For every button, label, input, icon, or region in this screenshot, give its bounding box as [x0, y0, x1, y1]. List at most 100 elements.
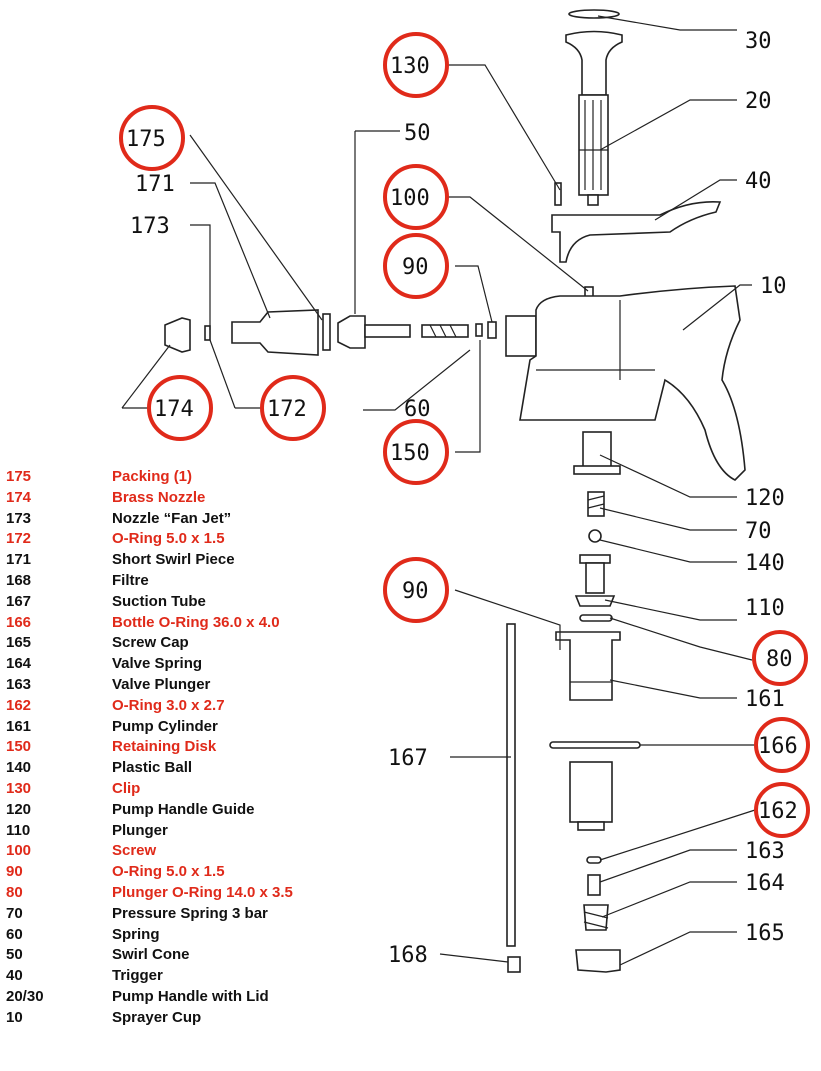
trigger-part — [551, 200, 722, 263]
legend-row: 163 Valve Plunger — [6, 675, 346, 696]
legend-row: 110 Plunger — [6, 821, 346, 842]
callout-175: 175 — [126, 127, 166, 152]
leader-lines — [121, 15, 756, 966]
callout-130: 130 — [390, 54, 430, 79]
callout-168: 168 — [388, 943, 428, 968]
legend-part-description: Screw — [112, 842, 157, 860]
legend-part-number: 110 — [6, 821, 31, 839]
legend-part-number: 174 — [6, 488, 32, 506]
ring-162 — [754, 782, 810, 838]
callout-161: 161 — [745, 687, 785, 712]
legend-part-description: Packing (1) — [112, 468, 193, 485]
nozzle-assembly — [164, 309, 497, 356]
legend-part-description: Nozzle “Fan Jet” — [112, 509, 232, 527]
callout-10: 10 — [760, 274, 787, 299]
legend-row: 175 Packing (1) — [6, 467, 346, 488]
legend-part-number: 175 — [6, 468, 32, 485]
ring-90-bottom — [383, 557, 449, 623]
ring-174 — [147, 375, 213, 441]
legend-part-number: 100 — [6, 842, 32, 860]
legend-part-number: 150 — [6, 738, 32, 756]
callout-166: 166 — [758, 734, 798, 759]
legend-part-description: Plastic Ball — [112, 759, 193, 777]
legend-part-number: 163 — [6, 675, 32, 693]
callout-140: 140 — [745, 551, 785, 576]
ring-166 — [754, 717, 810, 773]
callout-110: 110 — [745, 596, 785, 621]
callout-50: 50 — [404, 121, 431, 146]
legend-part-description: Pump Cylinder — [112, 717, 218, 735]
callout-40: 40 — [745, 169, 772, 194]
callout-165: 165 — [745, 921, 785, 946]
legend-part-number: 40 — [6, 967, 23, 985]
legend-row: 140 Plastic Ball — [6, 758, 346, 779]
legend-part-description: O-Ring 5.0 x 1.5 — [112, 863, 225, 881]
legend-part-description: Filtre — [112, 571, 149, 589]
legend-part-number: 20/30 — [6, 987, 44, 1005]
legend-part-number: 172 — [6, 530, 32, 548]
legend-row: 166 Bottle O-Ring 36.0 x 4.0 — [6, 613, 346, 634]
callout-164: 164 — [745, 871, 785, 896]
legend-part-description: Pressure Spring 3 bar — [112, 904, 268, 922]
callout-60: 60 — [404, 397, 431, 422]
legend-part-number: 70 — [6, 904, 23, 922]
callout-171: 171 — [135, 172, 175, 197]
callout-70: 70 — [745, 519, 772, 544]
pump-internals — [506, 431, 641, 973]
highlight-rings — [119, 32, 810, 838]
legend-part-number: 120 — [6, 800, 32, 818]
legend-part-description: Retaining Disk — [112, 738, 217, 756]
legend-part-description: Sprayer Cup — [112, 1008, 202, 1026]
ring-90-top — [383, 233, 449, 299]
callout-20: 20 — [745, 89, 772, 114]
legend-part-description: Valve Plunger — [112, 675, 211, 693]
callout-173: 173 — [130, 214, 170, 239]
ring-80 — [752, 630, 808, 686]
legend-part-description: Clip — [112, 779, 141, 797]
legend-part-description: Valve Spring — [112, 655, 203, 673]
legend-part-number: 80 — [6, 883, 23, 901]
callout-150: 150 — [390, 441, 430, 466]
legend-part-description: Bottle O-Ring 36.0 x 4.0 — [112, 613, 280, 631]
ring-172 — [260, 375, 326, 441]
legend-part-description: Brass Nozzle — [112, 488, 206, 506]
legend-row: 20/30 Pump Handle with Lid — [6, 987, 346, 1008]
legend-row: 130 Clip — [6, 779, 346, 800]
legend-row: 10 Sprayer Cup — [6, 1008, 346, 1029]
pump-handle-lid — [565, 9, 623, 206]
callout-174: 174 — [154, 397, 194, 422]
legend-part-description: Short Swirl Piece — [112, 551, 235, 569]
legend-row: 100 Screw — [6, 841, 346, 862]
callout-30: 30 — [745, 29, 772, 54]
callout-163: 163 — [745, 839, 785, 864]
legend-part-number: 10 — [6, 1008, 23, 1026]
ring-130 — [383, 32, 449, 98]
callout-80: 80 — [766, 647, 793, 672]
callout-90-top: 90 — [402, 255, 429, 280]
callout-120: 120 — [745, 486, 785, 511]
legend-part-description: Screw Cap — [112, 634, 189, 652]
legend-part-description: O-Ring 3.0 x 2.7 — [112, 696, 225, 714]
legend-part-number: 140 — [6, 759, 32, 777]
legend-part-number: 161 — [6, 717, 32, 735]
legend-part-description: Plunger — [112, 821, 168, 839]
legend-part-description: Pump Handle with Lid — [112, 987, 269, 1005]
parts-legend: 175 Packing (1) 174 Brass Nozzle 173 Nozzle “… — [6, 467, 346, 1029]
callout-90-bottom: 90 — [402, 579, 429, 604]
legend-part-description: Suction Tube — [112, 592, 206, 610]
legend-part-number: 173 — [6, 509, 32, 527]
legend-part-number: 166 — [6, 613, 32, 631]
legend-part-number: 130 — [6, 779, 32, 797]
ring-100 — [383, 164, 449, 230]
